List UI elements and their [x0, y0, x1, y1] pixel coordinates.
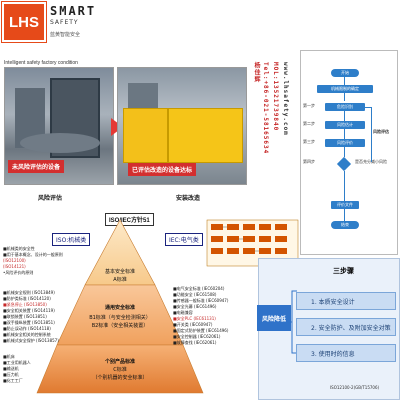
list-r-item: ■故障查找 (IEC62061)	[173, 340, 217, 345]
brand-name: SMART	[50, 4, 97, 18]
photo-caption: Intelligent safety factory condition	[4, 60, 78, 66]
list-b-item: ■双手操纵装置 (ISO13851)	[3, 320, 55, 325]
iso-title: ISO/IEC方针51	[105, 213, 154, 226]
standards-pyramid	[36, 219, 204, 394]
list-r-item: ■固定式防护装置 (IEC61496)	[173, 328, 229, 333]
list-r-item: ■电气安全标准 (IEC60204)	[173, 286, 225, 291]
brand-subtitle: 蓝黄智能安全	[50, 32, 81, 38]
logo-text: LHS	[9, 13, 39, 31]
risk-reduce-label: 风险降低	[257, 305, 291, 331]
step-1: 1. 本质安全设计	[296, 292, 396, 310]
list-c-item: ■化工工厂	[3, 378, 23, 383]
before-label: 未风险评估的设备	[8, 160, 65, 173]
list-b-item: ■机械安全规则 (ISO13849)	[3, 290, 55, 295]
tier-a-sub: A标准	[113, 277, 127, 283]
step-2: 2. 安全防护、及附加安全对策	[296, 318, 396, 336]
note-4: (ISO14121)	[3, 264, 26, 269]
flow-step-label-2: 第二步	[303, 121, 315, 126]
list-b-item: ■安全相关装置 (ISO14119)	[3, 308, 55, 313]
flow-doc: 评价文件	[331, 201, 359, 209]
flow-step3: 风险估计	[325, 121, 365, 129]
list-r-item: ■安全PLC (IEC61131)	[173, 316, 216, 321]
left-notes: ■机械类的安全性 ■用于基本概念、设计的一般原则 (ISO12100) (ISO…	[3, 246, 73, 276]
flow-step4: 风险评价	[325, 139, 365, 147]
brand-name-2: SAFETY	[50, 19, 79, 26]
list-r-item: ■功能安全 (IEC61508)	[173, 292, 217, 297]
flow-end: 结束	[331, 221, 359, 229]
before-photo: 未风险评估的设备	[4, 67, 114, 185]
flow-step-label-3: 第三步	[303, 139, 315, 144]
list-c-item: ■工业用机器人	[3, 360, 31, 365]
list-r-item: ■安全控制器 (IEC62061)	[173, 334, 221, 339]
step-3: 3. 使用时的信息	[296, 344, 396, 362]
tier-a-title: 基本安全标准	[104, 269, 135, 275]
list-r-item: ■电磁兼容	[173, 310, 193, 315]
iso-mechanical-label: ISO:机械类	[52, 233, 91, 246]
install-caption: 安装改造	[176, 195, 201, 202]
flow-start: 开始	[331, 69, 359, 77]
note-1: ■机械类的安全性	[3, 246, 35, 251]
list-c-item: ■压力机	[3, 372, 19, 377]
list-b-item: ■防止误动作 (ISO14118)	[3, 326, 51, 331]
left-list-b: ■机械安全规则 (ISO13849) ■防护类标准 (ISO14120) ■紧急…	[3, 290, 78, 344]
decision-diamond	[336, 156, 352, 172]
list-r-item: ■开关类 (IEC60947)	[173, 322, 213, 327]
list-b-item: ■紧急停止 (ISO13850)	[3, 302, 47, 307]
note-3: (ISO12100)	[3, 258, 26, 263]
list-b-item: ■机械式安全保护 (ISO13857)	[3, 338, 59, 343]
flow-step-label-1: 第一步	[303, 103, 315, 108]
list-c-item: ■机床	[3, 354, 15, 359]
tier-b-sub: B2标准（安全相关装置）	[91, 323, 149, 329]
steps-title: 三步骤	[333, 267, 354, 275]
list-r-item: ■传感器一般标准 (IEC60947)	[173, 298, 229, 303]
risk-assessment-flowchart: 开始 机械限制的确定 危险识别 风险估计 风险评价 是否充分减小风险 结束 风险…	[300, 50, 398, 255]
flow-step-label-4: 第四步	[303, 159, 315, 164]
tier-c-note: （个别机器的安全标准）	[92, 375, 148, 381]
tier-b-title: B1标准（与安全检测相关）	[89, 315, 151, 321]
list-b-item: ■联锁装置 (ISO13851)	[3, 314, 47, 319]
list-b-item: ■机械安全相关的控制系统	[3, 332, 51, 337]
flow-step1: 机械限制的确定	[317, 85, 373, 93]
tier-b-head: 通用安全标准	[104, 305, 135, 311]
after-photo: 已评估改造的设备达标	[117, 67, 247, 185]
note-2: ■用于基本概念、设计的一般原则	[3, 252, 63, 257]
flow-side-label: 风险评估	[373, 129, 389, 134]
list-b-item: ■防护类标准 (ISO14120)	[3, 296, 51, 301]
tier-c-sub: C标准	[113, 367, 127, 373]
iec-electrical-label: IEC:电气类	[165, 233, 203, 246]
left-list-c: ■机床 ■工业用机器人 ■输送机 ■压力机 ■化工工厂	[3, 354, 43, 384]
right-list-b: ■电气安全标准 (IEC60204) ■功能安全 (IEC61508) ■传感器…	[173, 286, 255, 346]
contact-web: www.lhsafety.com	[282, 62, 289, 136]
flow-decision: 是否充分减小风险	[355, 159, 395, 165]
contact-tel: Tel:+86-021-58165634	[262, 62, 269, 155]
flow-step2: 危险识别	[325, 103, 365, 111]
bracket-icon	[290, 290, 297, 354]
after-label: 已评估改造的设备达标	[128, 163, 197, 176]
note-5: •风险评价的原则	[3, 270, 34, 275]
tier-c-title: 个别产品标准	[104, 359, 135, 365]
list-c-item: ■输送机	[3, 366, 19, 371]
risk-assessment-caption: 风险评估	[38, 195, 63, 202]
list-r-item: ■安全光幕 (IEC61496)	[173, 304, 217, 309]
company-logo: LHS	[1, 1, 47, 43]
contact-mol: MOL:13521739840	[272, 62, 279, 132]
contact-name: 杨佳辉	[253, 62, 260, 83]
iso-footer: ISO12100-2(GB/T15706)	[330, 385, 380, 390]
